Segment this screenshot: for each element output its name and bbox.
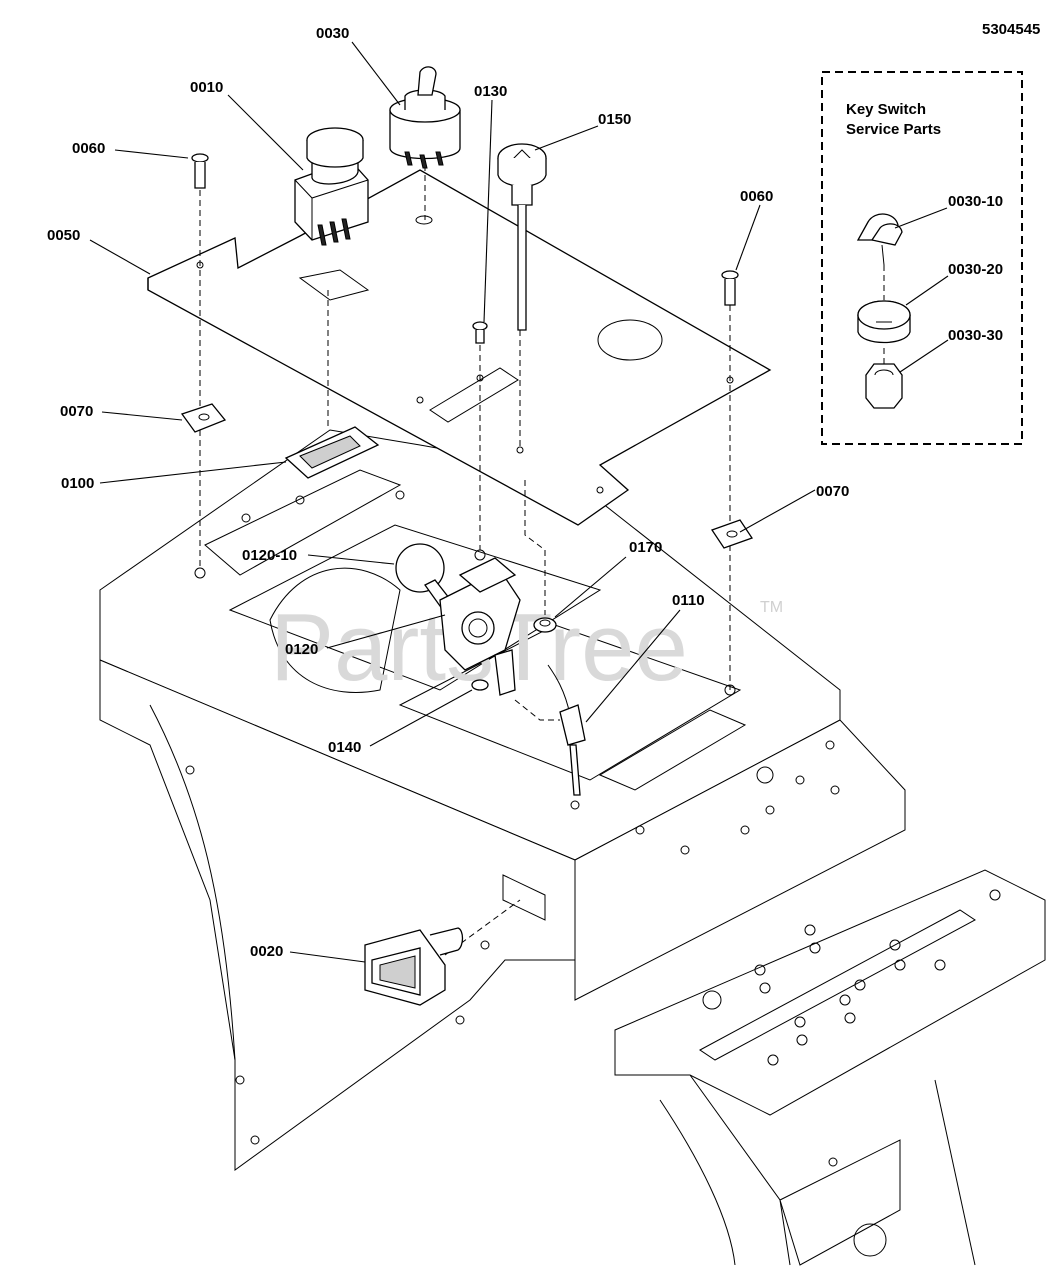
callout-0010[interactable]: 0010 <box>190 79 223 96</box>
diagram-id: 5304545 <box>982 21 1040 38</box>
clip-nut-0070-left <box>180 403 227 433</box>
callout-0100[interactable]: 0100 <box>61 475 94 492</box>
bezel-0100 <box>284 426 380 479</box>
mounting-plate-0050 <box>147 169 772 526</box>
nut-0170 <box>533 617 557 633</box>
leader-lines <box>89 41 949 963</box>
callout-0110[interactable]: 0110 <box>672 592 705 609</box>
callout-0020[interactable]: 0020 <box>250 943 283 960</box>
nut-0140 <box>471 679 489 691</box>
keys-0030-10 <box>856 213 903 266</box>
callout-0030-20[interactable]: 0030-20 <box>948 261 1003 278</box>
ignition-switch-0030 <box>389 66 461 225</box>
watermark-trademark: TM <box>760 599 783 616</box>
callout-0120[interactable]: 0120 <box>285 641 318 658</box>
bolt-0060-left <box>191 153 209 189</box>
service-parts-inset: Key Switch Service Parts <box>821 71 1023 445</box>
callout-0140[interactable]: 0140 <box>328 739 361 756</box>
bolt-0060-right <box>721 270 739 306</box>
key-cap-0030-20 <box>857 300 911 344</box>
pto-switch-0010 <box>294 127 369 246</box>
inset-title-line2: Service Parts <box>846 121 941 138</box>
callout-0060-left[interactable]: 0060 <box>72 140 105 157</box>
hex-nut-0030-30 <box>865 363 903 409</box>
callout-0070-right[interactable]: 0070 <box>816 483 849 500</box>
choke-knob-0150 <box>497 143 547 331</box>
callout-0030[interactable]: 0030 <box>316 25 349 42</box>
screw-0130 <box>472 321 488 344</box>
callout-0030-30[interactable]: 0030-30 <box>948 327 1003 344</box>
cable-clamp-0110 <box>547 664 586 796</box>
throttle-control-0120 <box>395 543 521 696</box>
switch-0020 <box>364 927 464 1006</box>
callout-0060-right[interactable]: 0060 <box>740 188 773 205</box>
inset-title-line1: Key Switch <box>846 101 926 118</box>
callout-0150[interactable]: 0150 <box>598 111 631 128</box>
callout-0030-10[interactable]: 0030-10 <box>948 193 1003 210</box>
callout-0170[interactable]: 0170 <box>629 539 662 556</box>
callout-0120-10[interactable]: 0120-10 <box>242 547 297 564</box>
callout-0070-left[interactable]: 0070 <box>60 403 93 420</box>
callout-0050[interactable]: 0050 <box>47 227 80 244</box>
callout-0130[interactable]: 0130 <box>474 83 507 100</box>
clip-nut-0070-right <box>710 519 754 549</box>
